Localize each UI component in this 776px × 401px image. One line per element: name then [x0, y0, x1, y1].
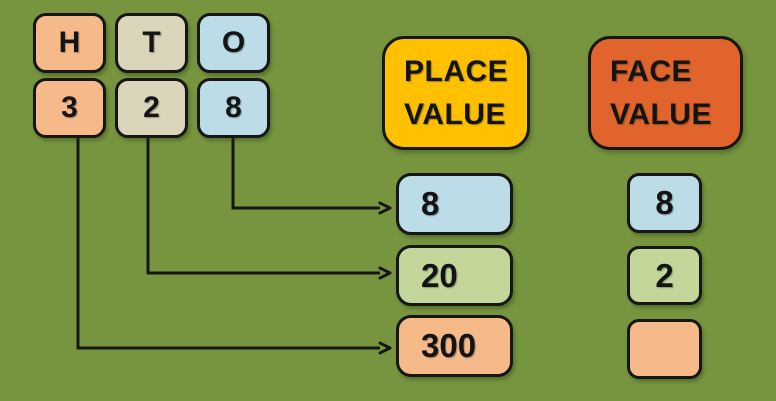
place-value-header: PLACE VALUE: [382, 36, 530, 150]
face-value-title-line1: FACE: [610, 55, 693, 88]
place-value-tens-box: 20: [396, 245, 513, 306]
face-value-header: FACE VALUE: [588, 36, 743, 150]
place-value-ones-box: 8: [396, 173, 513, 235]
arrow-hundreds-to-300: [76, 137, 392, 355]
face-value-title-line2: VALUE: [610, 98, 712, 131]
place-value-title-line1: PLACE: [404, 55, 509, 88]
hto-header-ones: O: [197, 13, 270, 73]
place-value-hundreds-box: 300: [396, 315, 513, 377]
place-value-title-line2: VALUE: [404, 98, 506, 131]
face-value-hundreds-box: [627, 319, 702, 379]
digit-ones: 8: [197, 78, 270, 138]
digit-tens: 2: [115, 78, 188, 138]
arrow-ones-to-8: [231, 135, 392, 215]
arrow-tens-to-20: [146, 137, 392, 280]
face-value-tens-box: 2: [627, 246, 702, 305]
hto-header-tens: T: [115, 13, 188, 73]
digit-hundreds: 3: [33, 78, 106, 138]
face-value-ones-box: 8: [627, 173, 702, 233]
hto-header-hundreds: H: [33, 13, 106, 73]
